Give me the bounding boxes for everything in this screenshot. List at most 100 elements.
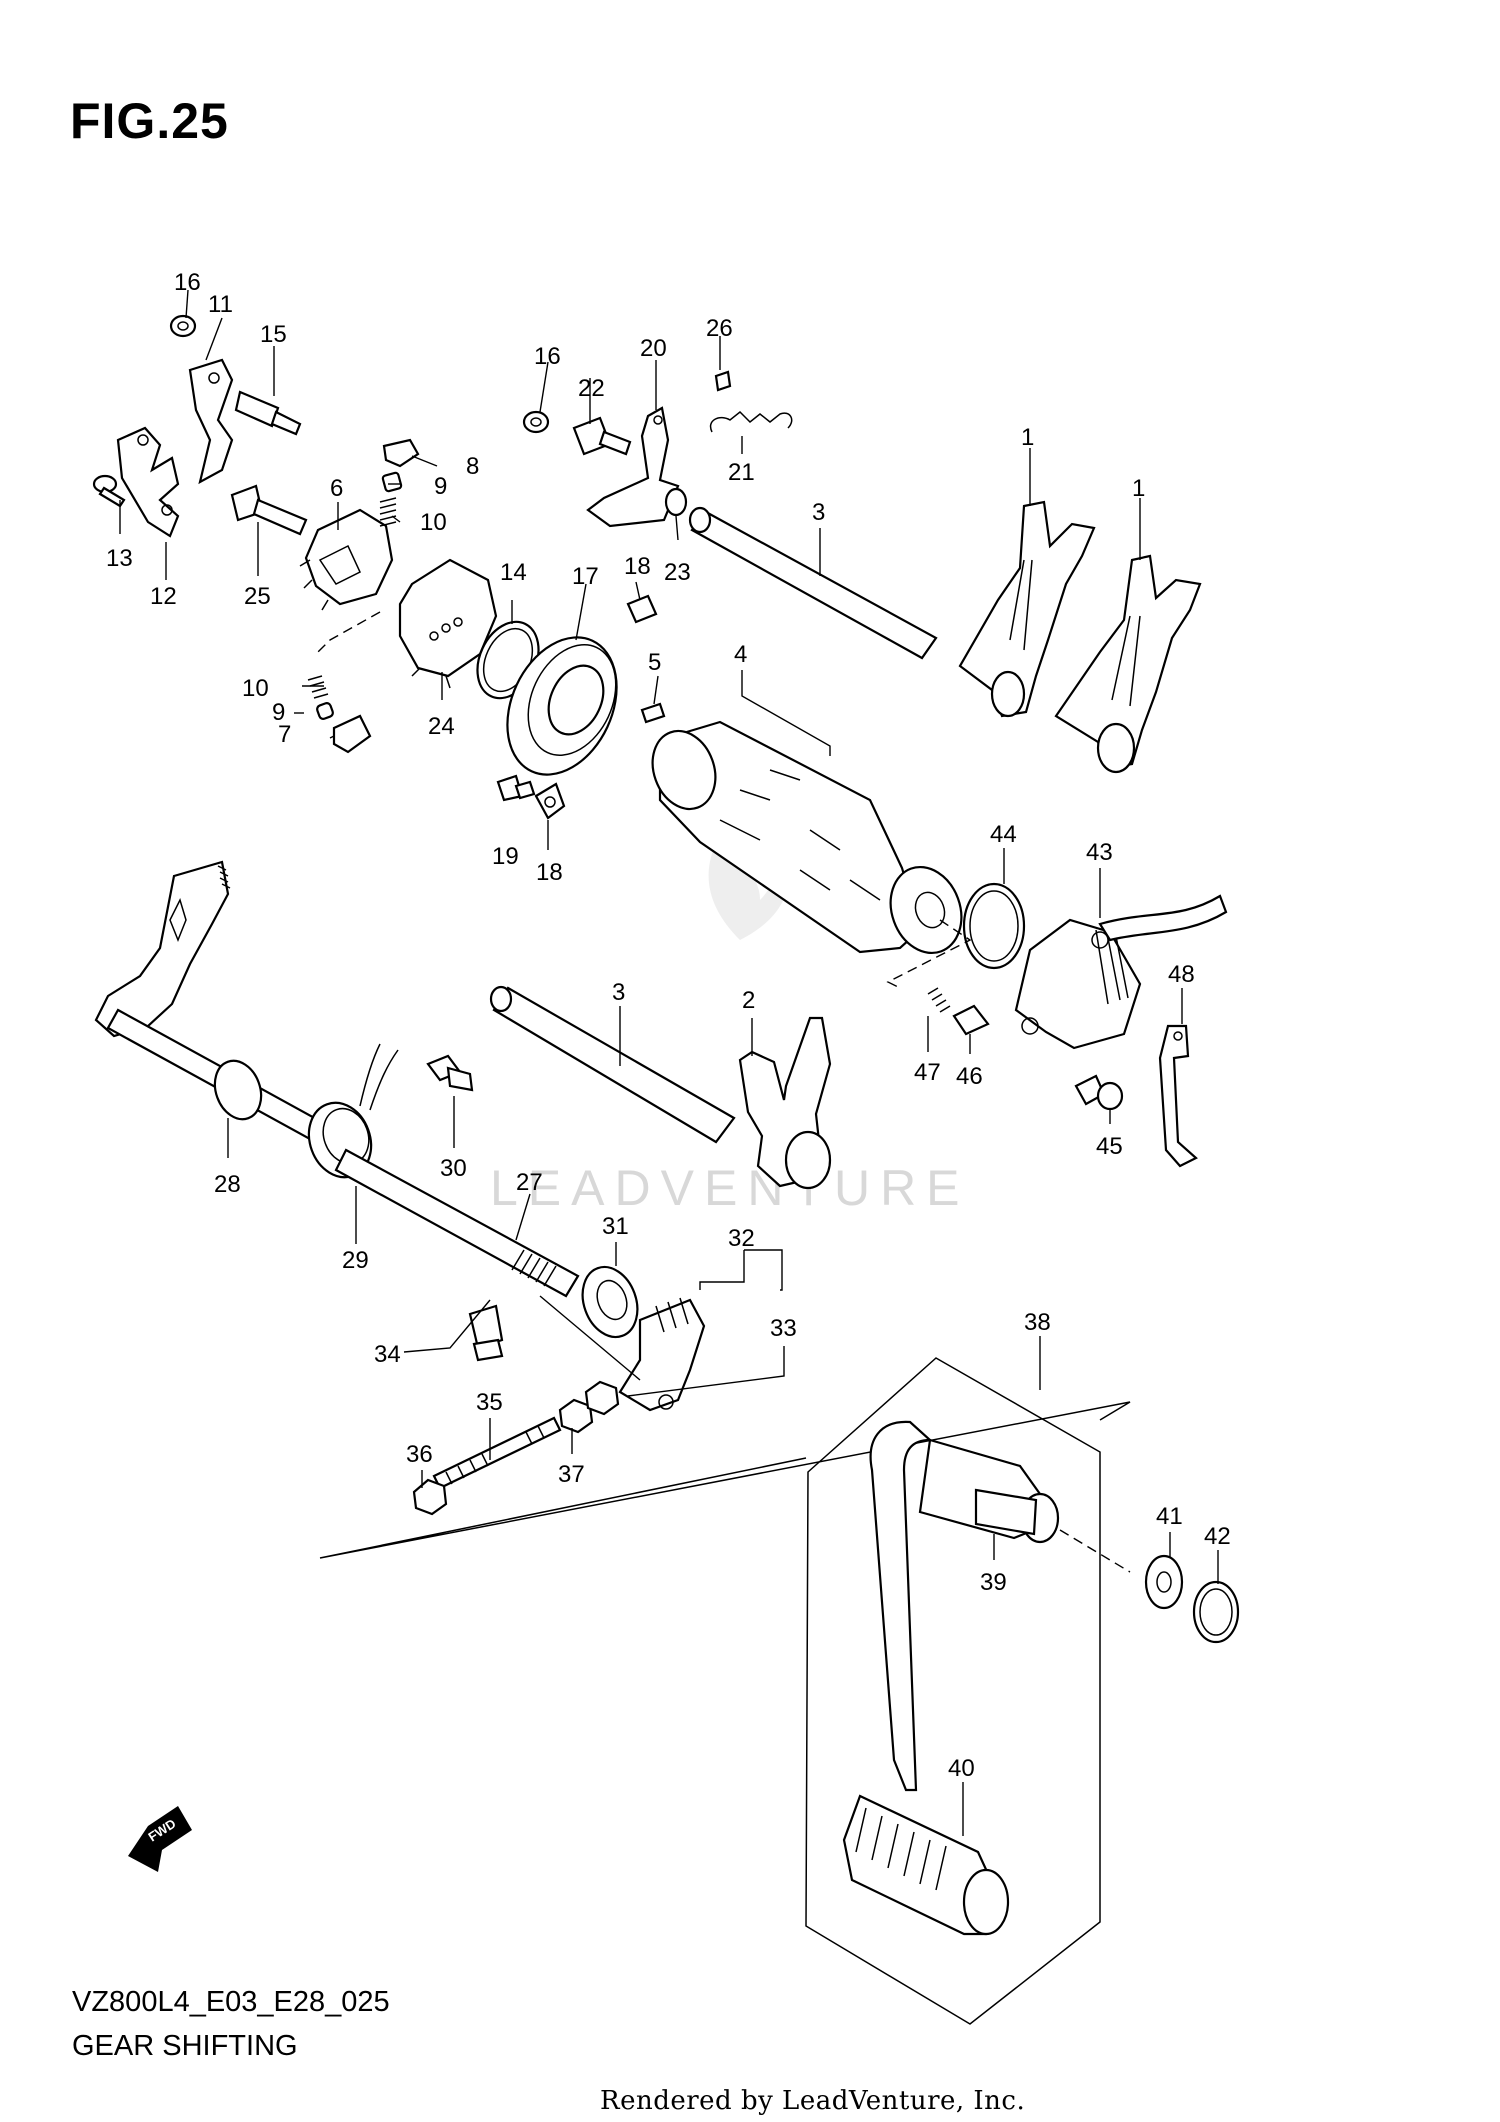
part-17-bearing[interactable] <box>486 620 637 793</box>
part-30-bolt[interactable] <box>426 1054 474 1092</box>
callout-24: 24 <box>428 713 455 740</box>
callout-36: 36 <box>406 1441 433 1468</box>
part-34-bolt[interactable] <box>468 1304 504 1362</box>
callout-46: 46 <box>956 1063 983 1090</box>
callout-40: 40 <box>948 1755 975 1782</box>
part-11-cam-stopper[interactable] <box>188 358 234 485</box>
assembly-line-cam <box>317 611 381 653</box>
callout-16: 16 <box>174 269 201 296</box>
part-7-pawl[interactable] <box>332 714 372 754</box>
callout-30: 30 <box>440 1155 467 1182</box>
part-19-bolt[interactable] <box>496 774 536 802</box>
part-10-spring-upper[interactable] <box>379 497 397 527</box>
part-12-plate[interactable] <box>116 426 180 538</box>
part-2-shift-fork[interactable] <box>738 1016 832 1190</box>
part-28-gearshift-lever-arm[interactable] <box>94 860 342 1152</box>
part-42-circlip[interactable] <box>1192 1580 1240 1644</box>
part-35-stud[interactable] <box>432 1416 562 1490</box>
part-31-oil-seal[interactable] <box>573 1259 646 1344</box>
callout-34: 34 <box>374 1341 401 1368</box>
part-39-bushing[interactable] <box>974 1488 1038 1536</box>
callout-19: 19 <box>492 843 519 870</box>
callout-13: 13 <box>106 545 133 572</box>
callout-35: 35 <box>476 1389 503 1416</box>
part-15-stopper-bolt[interactable] <box>234 390 302 436</box>
part-5-pin[interactable] <box>640 702 666 724</box>
part-27-gearshift-shaft[interactable] <box>334 1148 580 1298</box>
part-16-washer-right[interactable] <box>522 410 550 434</box>
part-37-nut[interactable] <box>558 1398 594 1434</box>
part-3-shaft-upper[interactable] <box>688 506 938 660</box>
callout-41: 41 <box>1156 1503 1183 1530</box>
part-21-spring[interactable] <box>709 410 793 433</box>
part-1-shift-fork-a[interactable] <box>958 500 1096 718</box>
callout-44: 44 <box>990 821 1017 848</box>
part-47-spring[interactable] <box>927 987 951 1013</box>
part-44-o-ring[interactable] <box>962 882 1026 970</box>
model-code: VZ800L4_E03_E28_025 <box>72 1986 390 2018</box>
part-32-gearshift-arm[interactable] <box>618 1297 706 1412</box>
callout-18: 18 <box>536 859 563 886</box>
part-6-gearshift-cam-plate[interactable] <box>299 508 394 611</box>
part-16-washer-left[interactable] <box>169 314 197 338</box>
callout-48: 48 <box>1168 961 1195 988</box>
part-36-nut[interactable] <box>412 1478 448 1516</box>
part-1-shift-fork-b[interactable] <box>1054 554 1202 774</box>
callout-16: 16 <box>534 343 561 370</box>
part-45-screw[interactable] <box>1074 1074 1124 1111</box>
callout-6: 6 <box>330 475 343 502</box>
callout-39: 39 <box>980 1569 1007 1596</box>
part-22-bolt[interactable] <box>572 416 632 456</box>
callout-42: 42 <box>1204 1523 1231 1550</box>
callout-1: 1 <box>1021 424 1034 451</box>
part-40-footrest-rubber[interactable] <box>842 1794 1010 1936</box>
part-13-screw[interactable] <box>92 474 126 508</box>
part-41-washer[interactable] <box>1144 1554 1184 1610</box>
callout-38: 38 <box>1024 1309 1051 1336</box>
callout-47: 47 <box>914 1059 941 1086</box>
callout-25: 25 <box>244 583 271 610</box>
part-24-cam-driven-gear[interactable] <box>398 558 498 689</box>
callout-labels: 1 1 2 3 3 4 5 6 7 8 9 9 10 10 11 12 13 1… <box>106 269 1231 1782</box>
part-23-washer[interactable] <box>664 487 688 517</box>
callout-11: 11 <box>208 291 233 318</box>
part-38-gearshift-lever[interactable] <box>869 1420 1060 1792</box>
part-9-pin-upper[interactable] <box>381 471 403 493</box>
part-18-washer-upper[interactable] <box>626 594 658 624</box>
fwd-arrow-icon: FWD <box>128 1806 192 1872</box>
part-33-nut[interactable] <box>584 1380 620 1416</box>
part-20-stopper-arm[interactable] <box>586 406 680 528</box>
part-43-gear-position-switch[interactable] <box>1014 894 1228 1050</box>
callout-43: 43 <box>1086 839 1113 866</box>
callout-23: 23 <box>664 559 691 586</box>
callout-26: 26 <box>706 315 733 342</box>
callout-37: 37 <box>558 1461 585 1488</box>
callout-9: 9 <box>434 473 447 500</box>
part-46-contact[interactable] <box>952 1004 990 1036</box>
assembly-line-lever <box>1059 1529 1131 1573</box>
part-25-bolt[interactable] <box>230 484 308 536</box>
part-26-bolt[interactable] <box>714 370 732 392</box>
part-8-pawl[interactable] <box>382 438 420 468</box>
callout-22: 22 <box>578 375 605 402</box>
callout-32: 32 <box>728 1225 755 1252</box>
callout-5: 5 <box>648 649 661 676</box>
callout-1: 1 <box>1132 475 1145 502</box>
part-18-washer-lower[interactable] <box>534 782 566 820</box>
part-48-clamp[interactable] <box>1158 1024 1198 1168</box>
watermark-text: LEADVENTURE <box>490 1160 970 1216</box>
callout-15: 15 <box>260 321 287 348</box>
callout-29: 29 <box>342 1247 369 1274</box>
callout-3: 3 <box>812 499 825 526</box>
callout-31: 31 <box>602 1213 629 1240</box>
assembly-line-switch <box>886 919 972 989</box>
part-3-shaft-lower[interactable] <box>489 985 736 1144</box>
callout-14: 14 <box>500 559 527 586</box>
assembly-line-shaft <box>539 1295 641 1381</box>
part-4-gearshift-cam[interactable] <box>642 720 973 963</box>
figure-title: FIG.25 <box>70 93 229 149</box>
part-10-spring-lower[interactable] <box>307 675 329 699</box>
callout-45: 45 <box>1096 1133 1123 1160</box>
part-9-pin-lower[interactable] <box>316 702 334 720</box>
